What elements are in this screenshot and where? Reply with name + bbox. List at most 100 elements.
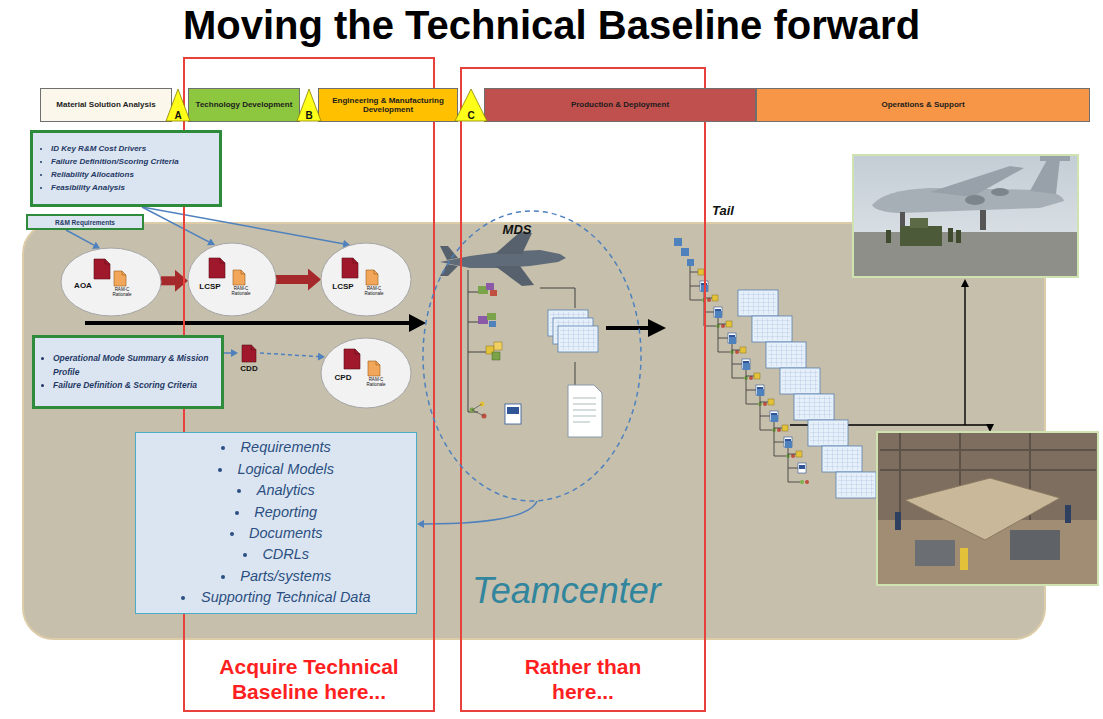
bullet-item: Reporting	[142, 502, 410, 523]
title-slot: Moving the Technical Baseline forward	[0, 3, 1103, 48]
diagram-title: Moving the Technical Baseline forward	[0, 3, 1103, 48]
bullet-item: CDRLs	[142, 544, 410, 565]
shape-outline	[187, 242, 277, 317]
label-slot: Tail	[712, 203, 734, 218]
text-slot: MDS	[492, 223, 542, 238]
text-slot: LCSP	[193, 282, 227, 291]
bullet-box: ID Key R&M Cost DriversFailure Definitio…	[30, 130, 222, 207]
text-slot: Rather than here...	[462, 654, 704, 704]
node-label: Material Solution Analysis	[45, 100, 167, 109]
milestone-triangle: B	[296, 88, 322, 122]
node-label: Production & Deployment	[489, 100, 751, 109]
bullet-item: Failure Definition/Scoring Criteria	[51, 156, 213, 169]
milestone-letter: C	[454, 110, 488, 121]
document-ellipse: CPD RAM-C Rationale	[320, 337, 412, 409]
document-ellipse: LCSPRAM-C Rationale	[320, 242, 412, 317]
node-label: Technology Development	[193, 100, 295, 109]
tiny-caption: RAM-C Rationale	[229, 287, 253, 297]
bullet-item: Analytics	[142, 480, 410, 501]
text-slot: Teamcenter	[472, 570, 661, 611]
text-area: ID Key R&M Cost DriversFailure Definitio…	[33, 133, 219, 204]
text-area: R&M Requirements	[28, 216, 142, 228]
text-area: Material Solution Analysis	[41, 89, 171, 121]
document-icon	[94, 259, 110, 279]
frame-caption: Acquire Technical Baseline here...	[185, 654, 433, 704]
document-icon	[342, 258, 358, 278]
text-area: Technology Development	[189, 89, 299, 121]
shape-outline	[320, 242, 412, 317]
connector-arrow	[276, 275, 308, 284]
text-area: Production & Deployment	[485, 89, 755, 121]
node-label: CPD	[326, 373, 360, 382]
phase-segment: Technology Development	[188, 88, 300, 122]
phase-segment: Engineering & Manufacturing Development	[318, 88, 458, 122]
text-stack: Production & Deployment	[489, 100, 751, 109]
node-label: LCSP	[193, 282, 227, 291]
data-list-box: RequirementsLogical ModelsAnalyticsRepor…	[135, 432, 417, 614]
phase-segment: Operations & Support	[756, 88, 1090, 122]
bullet-item: ID Key R&M Cost Drivers	[51, 143, 213, 156]
document-icon	[344, 349, 360, 369]
shape-outline	[422, 210, 642, 502]
bullet-box: Operational Mode Summary & Mission Profi…	[32, 335, 224, 409]
milestone-letter: A	[165, 110, 191, 121]
text-stack: Material Solution Analysis	[45, 100, 167, 109]
milestone-triangle: C	[454, 88, 488, 122]
document-icon	[209, 258, 225, 278]
bullet-item: Reliability Allocations	[51, 169, 213, 182]
text-stack: Engineering & Manufacturing Development	[323, 96, 453, 114]
text-slot: RAM-C Rationale	[362, 287, 386, 297]
milestone-letter: B	[296, 110, 322, 121]
text-slot: RAM-C Rationale	[229, 287, 253, 297]
phase-segment: Production & Deployment	[484, 88, 756, 122]
bullet-list: RequirementsLogical ModelsAnalyticsRepor…	[142, 437, 410, 609]
text-slot: Acquire Technical Baseline here...	[185, 654, 433, 704]
text-slot: AOA	[68, 281, 98, 290]
node-label: Engineering & Manufacturing Development	[323, 96, 453, 114]
milestone-triangle: A	[165, 88, 191, 122]
tiny-caption: RAM-C Rationale	[362, 287, 386, 297]
node-label: R&M Requirements	[31, 219, 139, 226]
document-ellipse: AOA RAM-C Rationale	[60, 247, 162, 317]
highlight-frame: Rather than here...	[460, 67, 706, 712]
bullet-item: Failure Definition & Scoring Criteria	[53, 379, 215, 393]
text-area: RequirementsLogical ModelsAnalyticsRepor…	[136, 433, 416, 613]
text-area: Engineering & Manufacturing Development	[319, 89, 457, 121]
bullet-item: Supporting Technical Data	[142, 587, 410, 608]
bullet-list: ID Key R&M Cost DriversFailure Definitio…	[39, 143, 213, 194]
text-slot: B	[296, 110, 322, 121]
bullet-item: Parts/systems	[142, 566, 410, 587]
document-icon	[242, 345, 256, 362]
text-stack: Technology Development	[193, 100, 295, 109]
document-icon	[114, 271, 126, 286]
text-stack: R&M Requirements	[31, 219, 139, 226]
document-icon	[368, 361, 380, 376]
tiny-caption: RAM-C Rationale	[364, 378, 388, 388]
text-slot: CDD	[238, 364, 260, 373]
node-label: Operations & Support	[761, 100, 1085, 109]
figure-label: Tail	[712, 203, 734, 218]
node-label: AOA	[68, 281, 98, 290]
bullet-item: Documents	[142, 523, 410, 544]
text-slot: CPD	[326, 373, 360, 382]
text-area: Operations & Support	[757, 89, 1089, 121]
bullet-item: Feasibility Analysis	[51, 182, 213, 195]
frame-caption: Rather than here...	[513, 654, 653, 704]
tiny-caption: RAM-C Rationale	[110, 288, 134, 298]
shape-outline	[320, 337, 412, 409]
text-slot: C	[454, 110, 488, 121]
document-icon	[366, 270, 378, 285]
connector-arrow	[224, 352, 231, 354]
text-slot: A	[165, 110, 191, 121]
node-label: MDS	[492, 223, 542, 238]
text-stack: Operations & Support	[761, 100, 1085, 109]
text-slot: LCSP	[326, 282, 360, 291]
document-ellipse: LCSPRAM-C Rationale	[187, 242, 277, 317]
bullet-item: Logical Models	[142, 459, 410, 480]
bullet-item: Requirements	[142, 437, 410, 458]
text-slot: RAM-C Rationale	[364, 378, 388, 388]
node-label: LCSP	[326, 282, 360, 291]
text-slot: RAM-C Rationale	[110, 288, 134, 298]
connector-arrow	[161, 276, 175, 285]
node-label: CDD	[238, 364, 260, 373]
